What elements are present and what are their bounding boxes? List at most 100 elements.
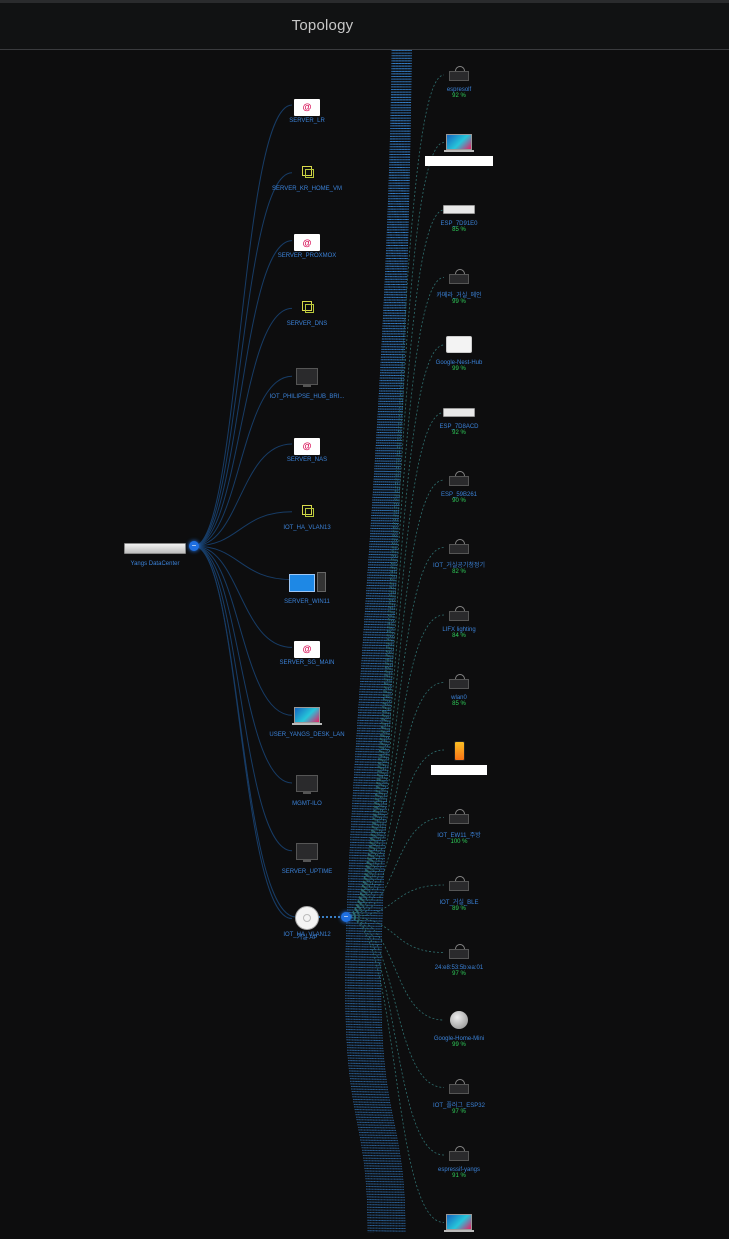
switch-device-icon (443, 407, 475, 417)
wireless-link (345, 209, 445, 918)
uplink-line (193, 307, 293, 547)
device-node-server-win11[interactable]: SERVER_WIN11 (247, 571, 367, 605)
page-title: Topology (291, 17, 354, 34)
backbone-link (375, 49, 410, 1233)
vmware-icon (300, 504, 314, 518)
backbone-link (349, 49, 395, 1233)
uplink-line (193, 545, 293, 716)
wifi-device-icon (449, 268, 469, 284)
backbone-link (362, 49, 402, 1233)
wireless-link (345, 884, 445, 918)
node-label: 24:e8:53:5b:ea:01 (434, 964, 484, 971)
node-label: LIFX lighting (442, 627, 476, 633)
root-gateway-node[interactable]: Yangs DataCenter (95, 541, 215, 567)
monitor-icon (296, 775, 318, 794)
device-node-mgmt-ilo[interactable]: MGMT-ILO (247, 775, 367, 807)
node-label: SERVER_LR (289, 117, 325, 124)
backbone-link (366, 49, 404, 1233)
signal-strength: 97 % (452, 1108, 466, 1115)
backbone-link (345, 49, 393, 1233)
backbone-link (347, 49, 394, 1233)
backbone-link (355, 49, 398, 1233)
node-label: SERVER_UPTIME (281, 868, 333, 875)
signal-strength: 99 % (452, 366, 466, 372)
wifi-device-icon (449, 808, 469, 824)
node-label: SERVER_PROXMOX (277, 253, 337, 260)
top-bar: Topology (0, 0, 729, 50)
node-label: IOT_거실_BLE (439, 900, 479, 906)
wifi-device-icon (449, 471, 469, 486)
signal-strength: 89 % (452, 906, 466, 912)
wifi-device-icon (449, 606, 469, 621)
wireless-link (345, 916, 445, 953)
backbone-link (374, 49, 409, 1233)
device-node-server-uptime[interactable]: SERVER_UPTIME (247, 842, 367, 875)
signal-strength: 99 % (452, 1042, 466, 1048)
gateway-icon (124, 543, 186, 554)
wifi-device-icon (449, 66, 469, 81)
node-label: SERVER_KR_HOME_VM (272, 185, 342, 192)
uplink-line (193, 104, 293, 547)
signal-strength: 92 % (452, 93, 466, 99)
backbone-link (367, 49, 405, 1233)
node-label: IOT_HA_VLAN12 (283, 931, 331, 938)
backbone-link (368, 49, 406, 1233)
backbone-link (377, 49, 411, 1233)
node-label: ESP_59B261 (440, 492, 478, 498)
client-node-17[interactable] (399, 1213, 519, 1239)
debian-logo-icon: @ (294, 234, 320, 252)
signal-strength: 82 % (452, 568, 466, 575)
node-label: espresolf (446, 87, 472, 93)
device-node-server-sg-main[interactable]: @SERVER_SG_MAIN (247, 639, 367, 666)
signal-strength: 84 % (452, 633, 466, 639)
signal-strength: 91 % (452, 1173, 466, 1179)
backbone-link (376, 49, 410, 1233)
device-node-server-kr-home-vm[interactable]: SERVER_KR_HOME_VM (247, 165, 367, 192)
wifi-device-icon (449, 876, 469, 891)
uplink-line (193, 240, 293, 547)
node-label: espressif-yangs (437, 1167, 481, 1173)
device-node-server-nas[interactable]: @SERVER_NAS (247, 436, 367, 463)
device-node-iot-philipse-hub-bri-[interactable]: IOT_PHILIPSE_HUB_BRI... (247, 368, 367, 400)
device-node-server-lr[interactable]: @SERVER_LR (247, 97, 367, 124)
backbone-link (360, 49, 401, 1233)
backbone-link (357, 49, 399, 1233)
node-label: IOT_HA_VLAN13 (283, 524, 331, 531)
debian-logo-icon: @ (294, 98, 320, 116)
device-node-server-proxmox[interactable]: @SERVER_PROXMOX (247, 233, 367, 260)
signal-strength: 92 % (452, 429, 466, 436)
windows-pc-icon (288, 571, 326, 592)
backbone-link (363, 49, 403, 1233)
uplink-line (193, 375, 293, 547)
wireless-link (345, 479, 445, 918)
device-node-user-yangs-desk-lan[interactable]: USER_YANGS_DESK_LAN (247, 707, 367, 738)
laptop-icon (444, 1213, 474, 1232)
node-label: SERVER_WIN11 (284, 598, 330, 605)
uplink-line (193, 545, 297, 918)
device-node-server-dns[interactable]: SERVER_DNS (247, 300, 367, 327)
device-node-iot-ha-vlan13[interactable]: IOT_HA_VLAN13 (247, 504, 367, 531)
node-label: IOT_플러그_ESP32 (433, 1102, 485, 1109)
backbone-link (356, 49, 399, 1233)
root-collapse-toggle[interactable]: − (189, 541, 199, 551)
access-point-node[interactable]: 거실 AP (247, 906, 367, 941)
ap-collapse-toggle[interactable]: − (341, 912, 351, 922)
wireless-link (345, 817, 445, 918)
debian-logo-icon: @ (294, 640, 320, 658)
